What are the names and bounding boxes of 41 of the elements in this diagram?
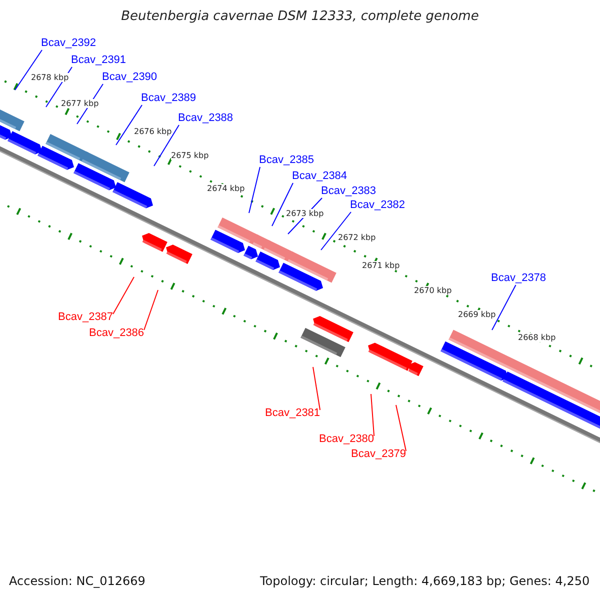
gene-label: Bcav_2392	[41, 37, 96, 50]
leader-line	[248, 166, 260, 214]
position-label: 2672 kbp	[338, 233, 376, 242]
position-label: 2671 kbp	[362, 261, 400, 270]
leader-line	[112, 276, 134, 314]
leader-line	[144, 290, 158, 330]
gene-label: Bcav_2383	[321, 185, 376, 198]
gene-label: Bcav_2382	[350, 199, 406, 212]
gene-label: Bcav_2386	[89, 327, 144, 340]
gene-label: Bcav_2379	[351, 448, 406, 461]
gene-label: Bcav_2380	[319, 433, 374, 446]
position-label: 2677 kbp	[61, 99, 99, 108]
gene-label: Bcav_2387	[58, 311, 114, 324]
genome-info-text: Accession: NC_012669	[9, 574, 146, 588]
position-label: 2668 kbp	[518, 333, 556, 342]
leader-line	[312, 366, 321, 410]
position-label: 2678 kbp	[31, 73, 69, 82]
leader-line	[492, 284, 516, 330]
leader-line	[320, 212, 352, 250]
position-label: 2669 kbp	[458, 310, 496, 319]
gene-label: Bcav_2388	[178, 112, 234, 125]
position-label: 2674 kbp	[207, 184, 245, 193]
position-label: 2675 kbp	[171, 151, 209, 160]
leader-line	[272, 182, 294, 226]
leader-line	[154, 124, 180, 166]
position-label: 2670 kbp	[414, 286, 452, 295]
gene-label: Bcav_2391	[71, 54, 126, 67]
gene-label: Bcav_2378	[491, 272, 546, 285]
leader-line	[396, 404, 407, 452]
gene-label: Bcav_2381	[265, 407, 320, 420]
gene-label: Bcav_2390	[102, 71, 158, 84]
gene-label: Bcav_2385	[259, 154, 314, 167]
gene-label: Bcav_2384	[292, 170, 348, 183]
position-label: 2676 kbp	[134, 127, 172, 136]
leader-line	[116, 104, 142, 146]
gene-label: Bcav_2389	[141, 92, 196, 105]
diagram-title: Beutenbergia cavernae DSM 12333, complete genome	[121, 9, 479, 24]
leader-line	[370, 394, 375, 436]
leader-line	[14, 50, 42, 90]
position-label: 2673 kbp	[286, 209, 324, 218]
genome-info-text: Topology: circular; Length: 4,669,183 bp; Genes: 4,250	[260, 574, 590, 588]
